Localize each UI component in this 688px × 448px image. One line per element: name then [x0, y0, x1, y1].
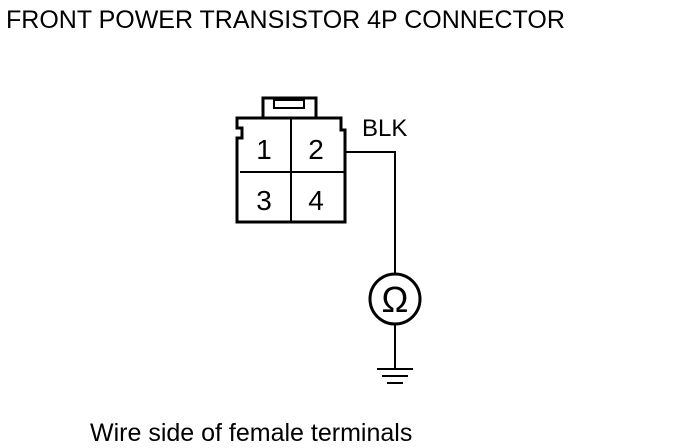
ohmmeter-symbol: Ω: [382, 279, 409, 320]
ground-icon: [377, 368, 413, 384]
terminal-1-label: 1: [256, 134, 272, 165]
ohmmeter-icon: Ω: [368, 272, 422, 326]
connector-housing: [235, 116, 347, 224]
terminal-2-label: 2: [308, 134, 324, 165]
wire-blk: [345, 151, 396, 274]
terminal-4-label: 4: [308, 185, 324, 216]
wire-color-label: BLK: [362, 115, 407, 142]
terminal-3-label: 3: [256, 185, 272, 216]
connector-lock-tab-inner: [273, 99, 305, 109]
diagram-caption: Wire side of female terminals: [90, 419, 412, 447]
diagram-title: FRONT POWER TRANSISTOR 4P CONNECTOR: [6, 6, 565, 34]
connector-4p: [235, 96, 347, 224]
